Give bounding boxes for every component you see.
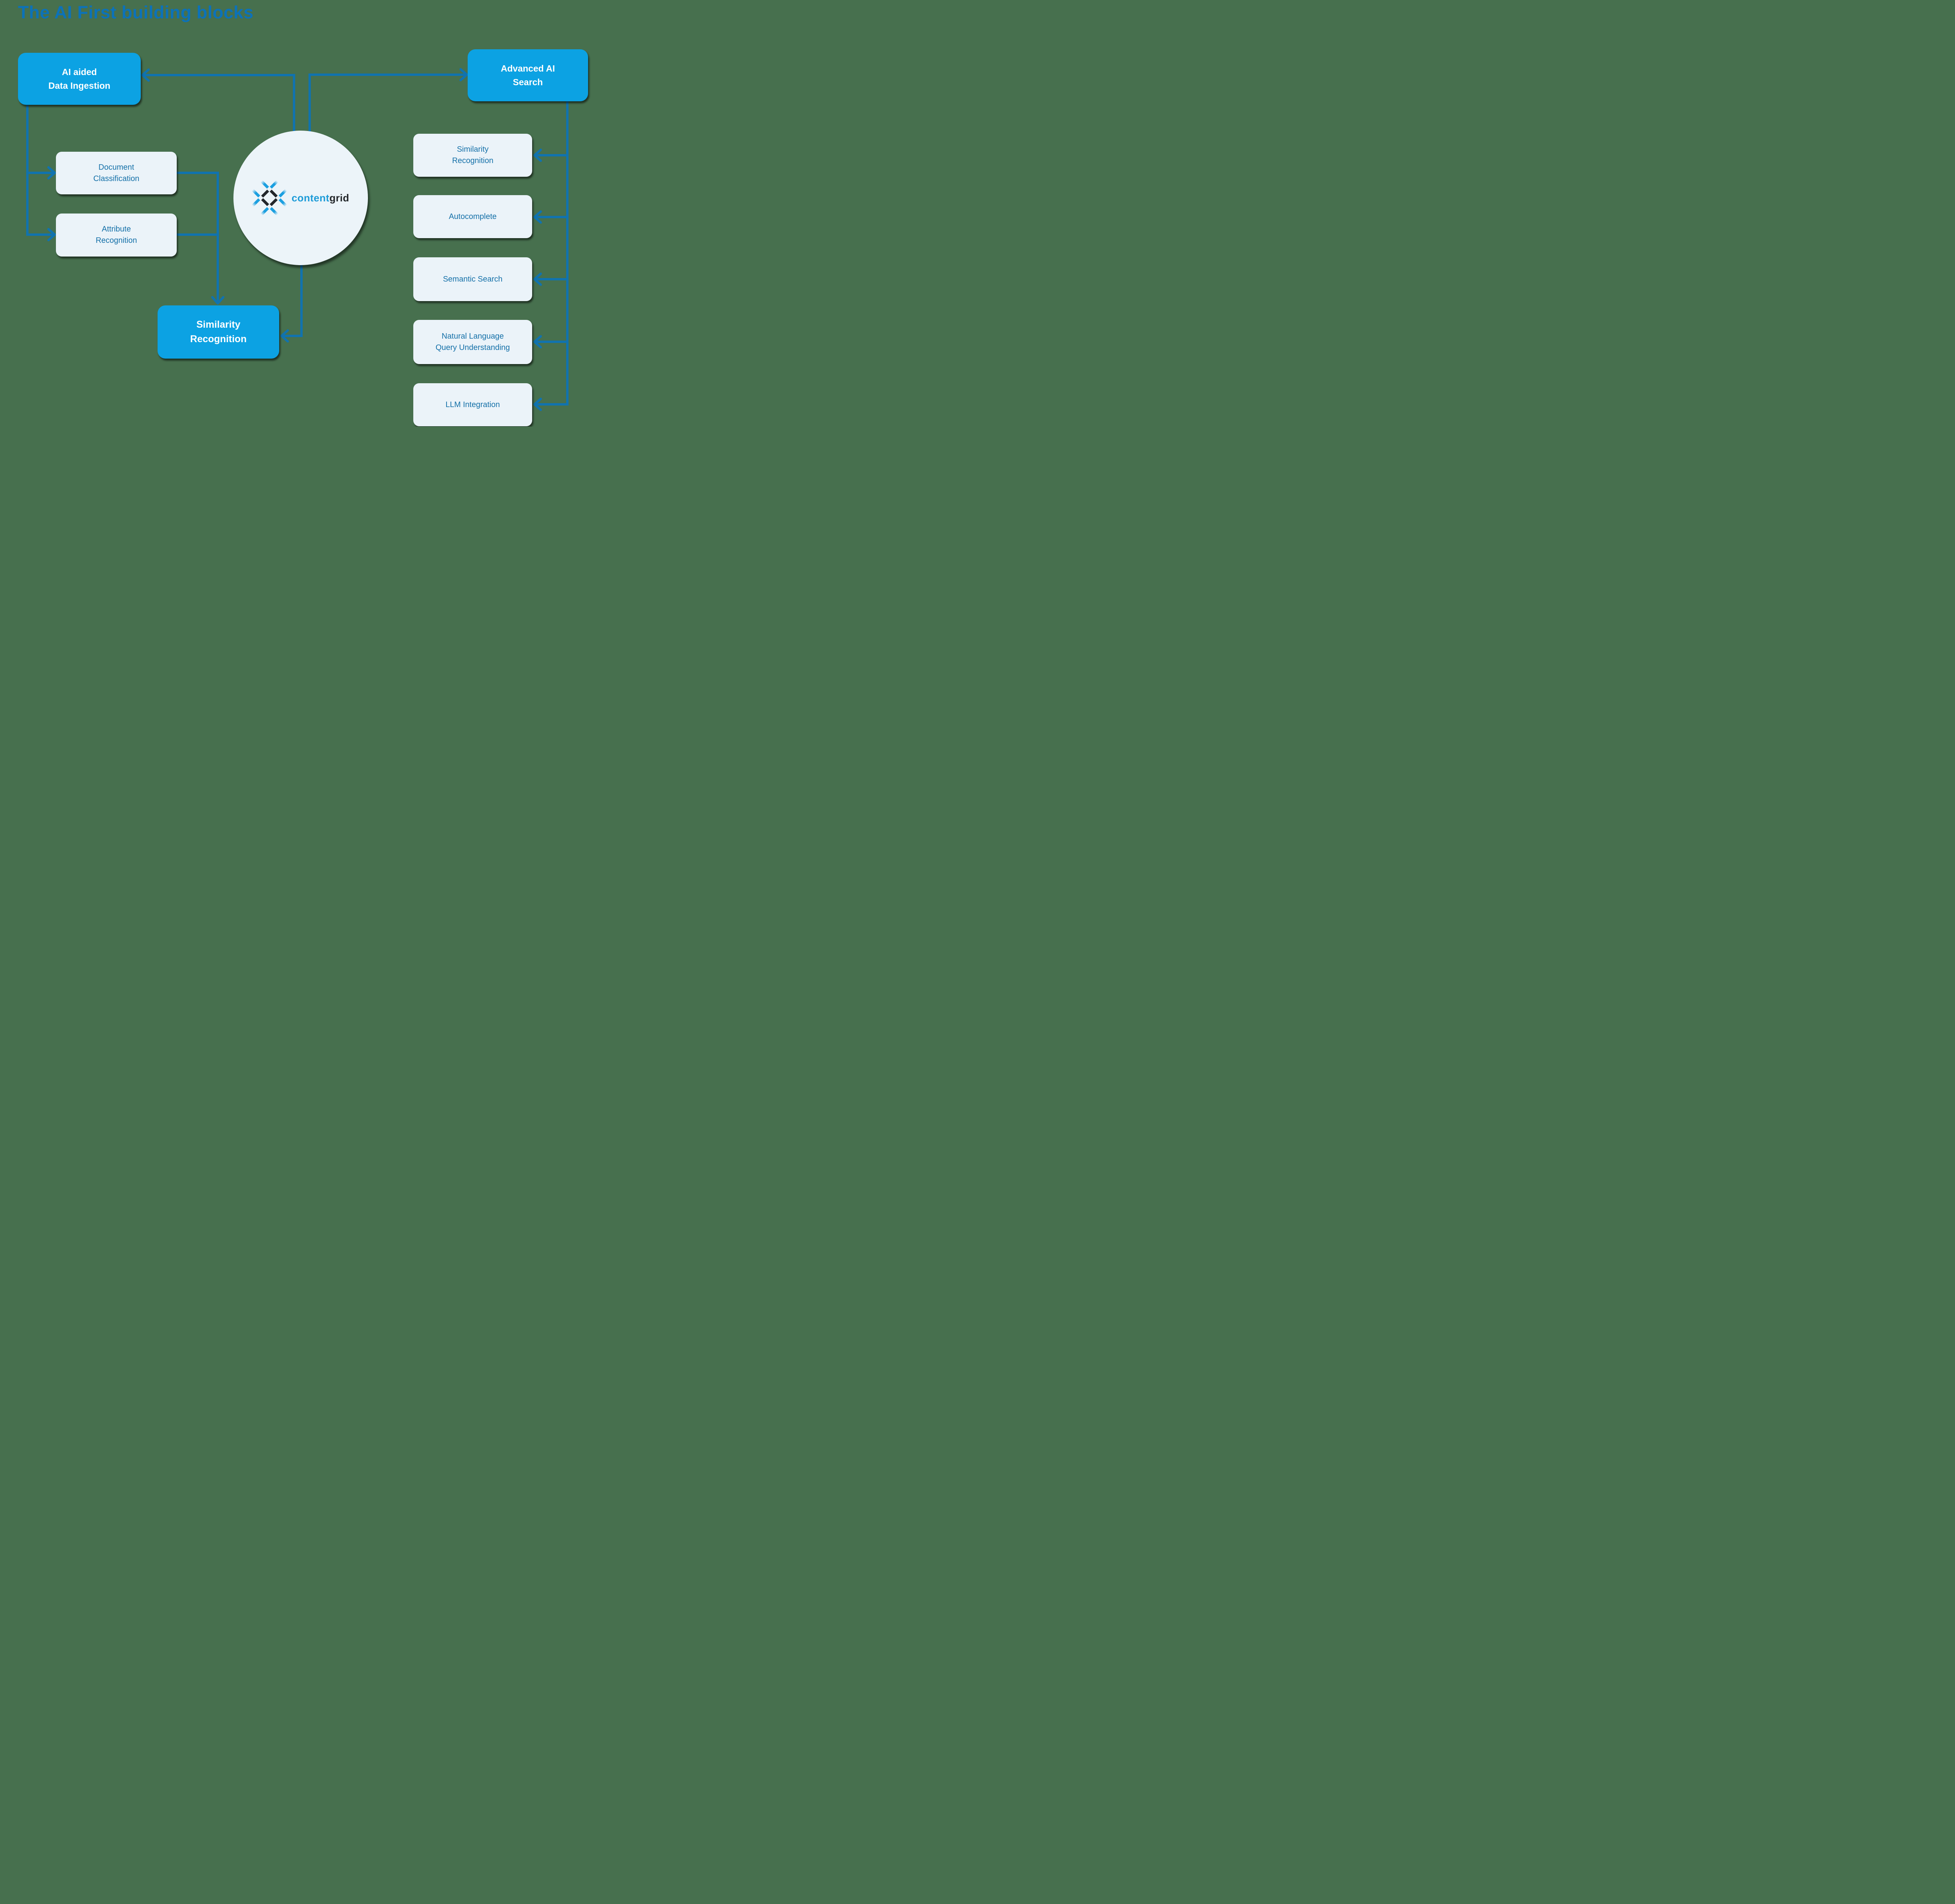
connector-hub-to-advanced-search [308, 68, 468, 135]
node-ai-data-ingestion: AI aided Data Ingestion [18, 53, 141, 105]
page-title: The AI First building blocks [18, 2, 254, 22]
connector-hub-to-ingestion [141, 68, 295, 135]
hub-circle: contentgrid [233, 131, 368, 265]
node-semantic-search: Semantic Search [413, 257, 532, 301]
connector-hub-to-similarity [280, 262, 303, 343]
connector-ingestion-to-left-nodes [26, 104, 56, 241]
contentgrid-logo: contentgrid [252, 181, 349, 215]
wordmark-grid: grid [329, 192, 350, 204]
connector-layer [26, 68, 569, 411]
connector-advanced-search-spine [533, 100, 569, 411]
node-autocomplete: Autocomplete [413, 195, 532, 238]
contentgrid-wordmark: contentgrid [292, 192, 349, 204]
node-advanced-ai-search: Advanced AI Search [468, 49, 588, 101]
diagram-canvas: The AI First building blocks [0, 0, 601, 427]
node-llm-integration: LLM Integration [413, 383, 532, 426]
node-similarity-recognition-search: Similarity Recognition [413, 134, 532, 177]
connector-left-nodes-to-similarity [177, 172, 224, 305]
contentgrid-logo-icon [252, 181, 287, 215]
wordmark-content: content [291, 192, 330, 204]
node-document-classification: Document Classification [56, 152, 177, 194]
node-similarity-recognition-main: Similarity Recognition [158, 305, 279, 359]
node-natural-language-query-understanding: Natural Language Query Understanding [413, 320, 532, 364]
node-attribute-recognition: Attribute Recognition [56, 214, 177, 257]
